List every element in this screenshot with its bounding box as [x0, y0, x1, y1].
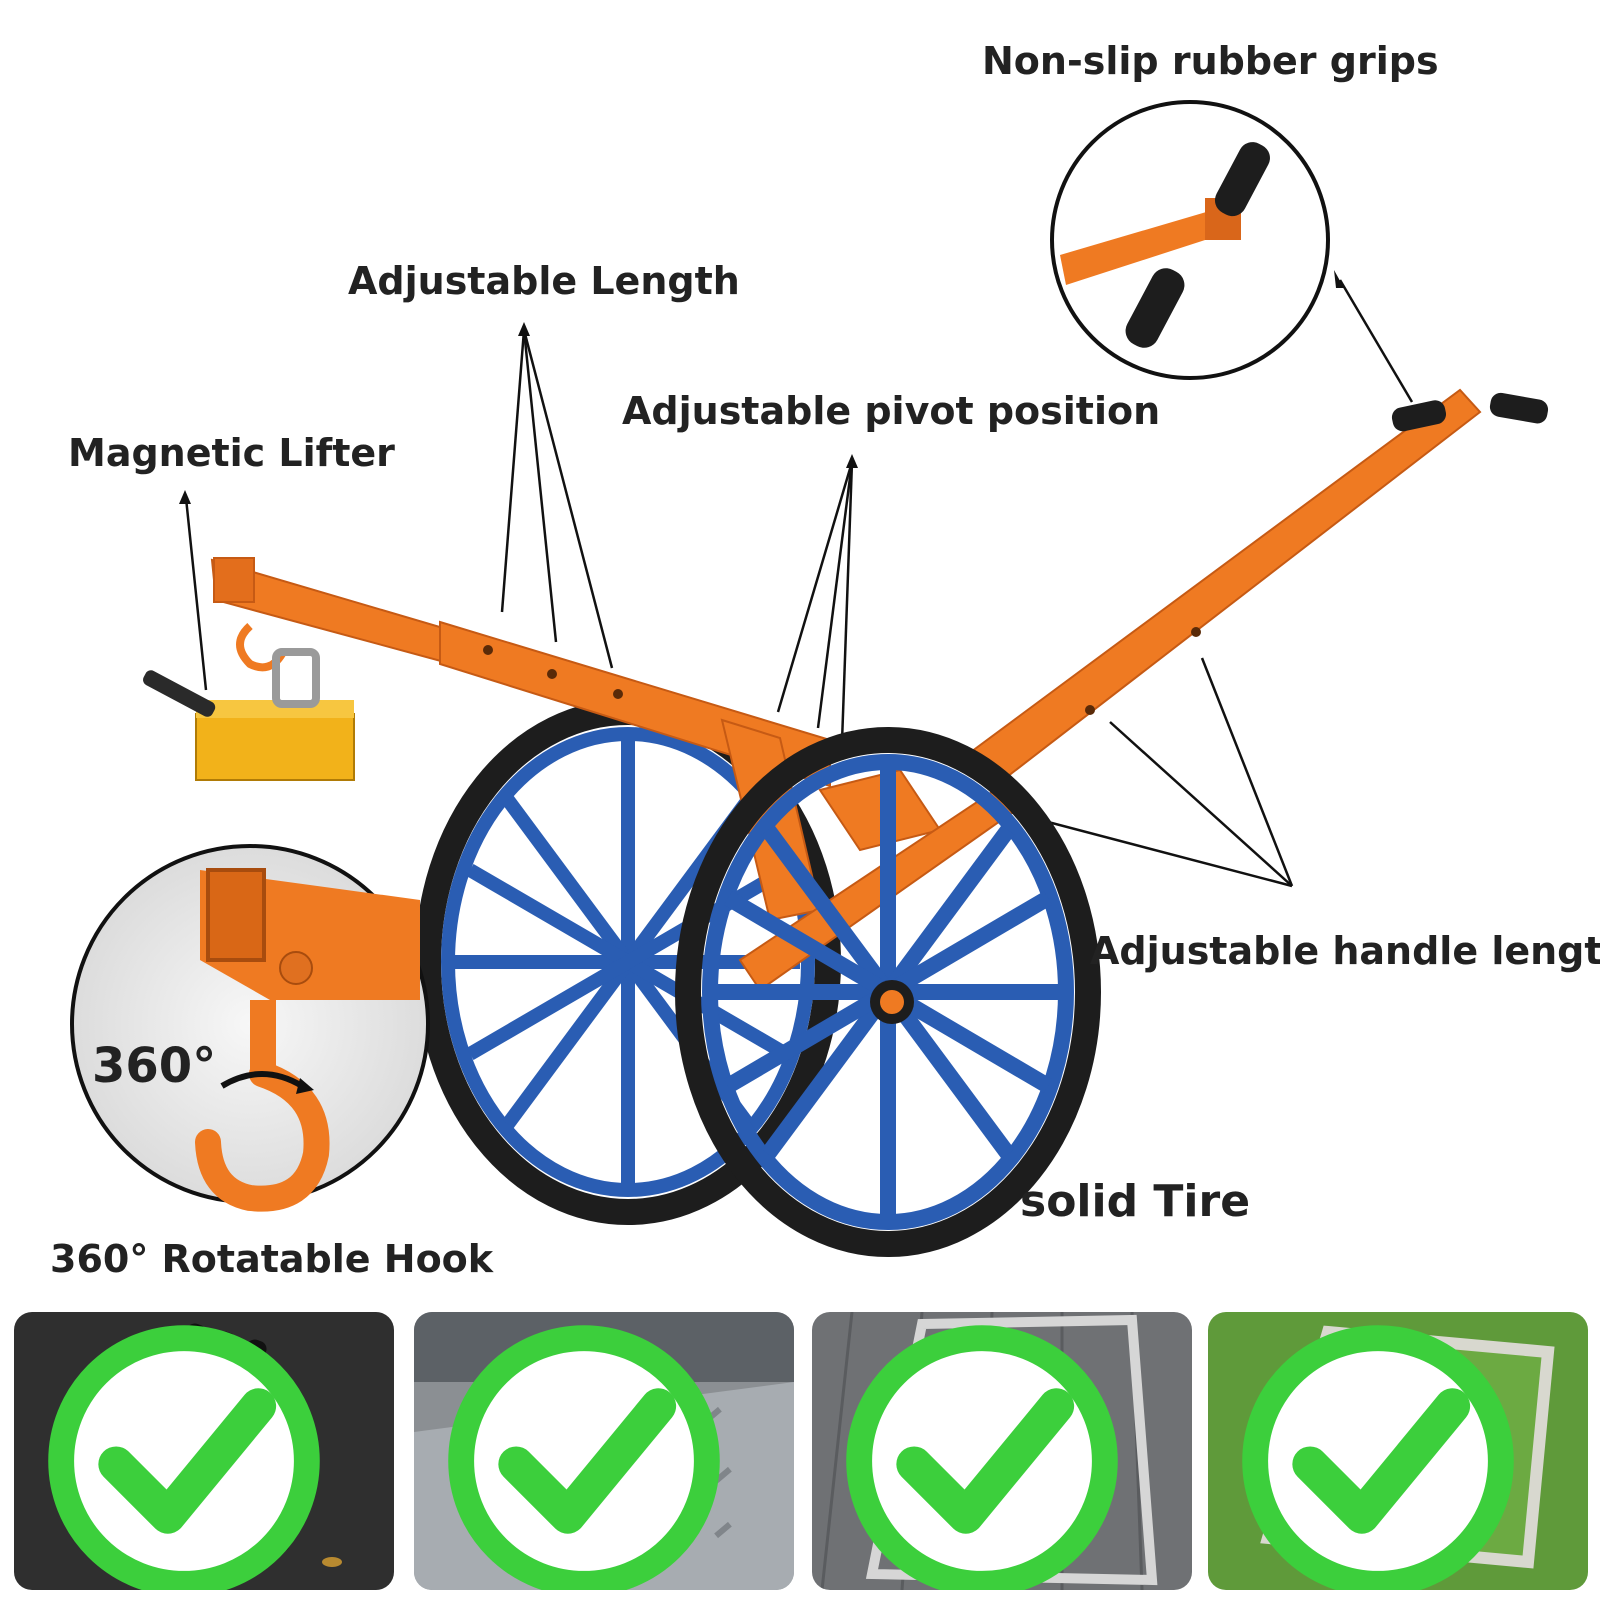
grip-upper-icon [1214, 142, 1270, 217]
tile-drain-grate [14, 1312, 394, 1590]
tile-manhole-pavement [812, 1312, 1192, 1590]
hook-zoom-circle [70, 844, 430, 1212]
check-icon [448, 1325, 720, 1590]
label-magnetic-lifter: Magnetic Lifter [68, 431, 395, 475]
front-wheel [675, 727, 1101, 1257]
adjustment-holes [483, 627, 1201, 715]
check-icon [48, 1325, 320, 1590]
check-icon [846, 1325, 1118, 1590]
check-icon [1242, 1325, 1514, 1590]
handle-pointers [1009, 657, 1294, 888]
label-adjustable-pivot: Adjustable pivot position [622, 389, 1161, 433]
grips-pointer-line [1338, 279, 1414, 403]
tile-manhole-grass [1208, 1312, 1588, 1590]
label-solid-tire: solid Tire [1020, 1176, 1251, 1227]
rotatable-hook-icon [195, 1061, 330, 1212]
rotation-arrow-icon [220, 1071, 304, 1089]
lifter-cart-illustration [70, 100, 1549, 1257]
pivot-pointers [776, 461, 854, 743]
grips-zoom-circle [1050, 100, 1330, 380]
label-rotatable-hook: 360° Rotatable Hook [50, 1237, 494, 1281]
label-adjustable-handle: Adjustable handle length [1090, 929, 1600, 973]
grip-lower-icon [1125, 268, 1185, 348]
label-non-slip-grips: Non-slip rubber grips [982, 39, 1439, 83]
length-pointers [500, 329, 614, 669]
magnet-pointer-line [184, 497, 208, 691]
label-adjustable-length: Adjustable Length [348, 259, 740, 303]
handle-grips [1391, 392, 1549, 432]
label-360-degree: 360° [92, 1038, 217, 1094]
tile-diamond-plate [414, 1312, 794, 1590]
magnetic-lifter [143, 648, 355, 781]
